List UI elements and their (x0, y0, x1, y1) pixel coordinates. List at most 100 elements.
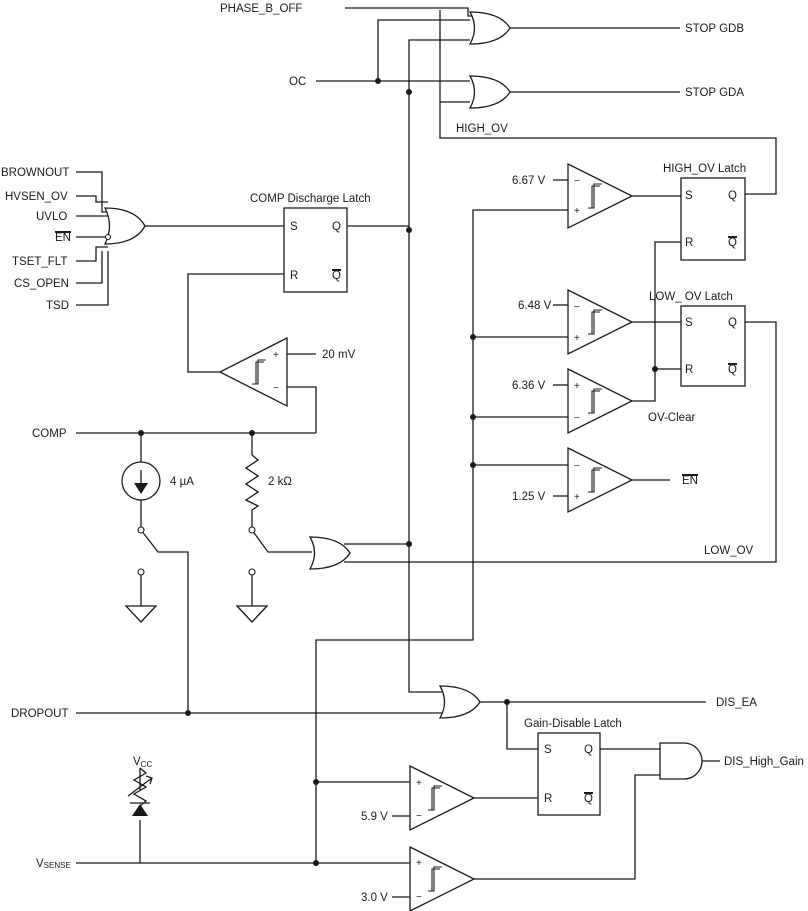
comp-discharge-latch: COMP Discharge Latch S R Q Q (250, 193, 371, 293)
junction-dot (470, 414, 476, 420)
junction-dot (406, 541, 412, 547)
stop-gdb-label: STOP GDB (685, 23, 744, 35)
vsense-label: VSENSE (36, 858, 71, 870)
junction-dot (652, 366, 658, 372)
tset-flt-label: TSET_FLT (12, 256, 67, 268)
comparator-59: + − (409, 764, 476, 832)
ov-clear-label: OV-Clear (648, 412, 695, 424)
comp-plus: + (574, 333, 580, 344)
hvsen-ov-label: HVSEN_OV (5, 191, 68, 203)
vsense-sub: SENSE (44, 861, 71, 870)
dis-high-gain-label: DIS_High_Gain (724, 756, 804, 768)
junction-dot (470, 462, 476, 468)
or-gate-stop-gdb (468, 11, 511, 45)
phase-b-off-label: PHASE_B_OFF (220, 3, 302, 15)
comparator-125: − + (567, 446, 634, 514)
latch-title: Gain-Disable Latch (524, 718, 622, 730)
latch-s-label: S (685, 317, 693, 329)
comp-minus: − (416, 811, 422, 822)
comp-minus: − (574, 176, 580, 187)
comp-minus: − (574, 461, 580, 472)
vsense-main: V (36, 858, 44, 870)
comp-minus: − (574, 302, 580, 313)
threshold-20mv-label: 20 mV (322, 349, 356, 361)
threshold-30-label: 3.0 V (361, 892, 388, 904)
junction-dot (313, 860, 319, 866)
en-output-label: EN (682, 475, 698, 487)
low-ov-latch: LOW_ OV Latch S R Q Q (649, 291, 746, 387)
vcc-main: V (133, 756, 141, 768)
comp-label: COMP (32, 428, 67, 440)
uvlo-label: UVLO (36, 211, 67, 223)
comp-plus: + (416, 778, 422, 789)
latch-qbar-label: Q (332, 270, 341, 282)
comp-plus: + (574, 492, 580, 503)
comp-plus: + (574, 381, 580, 392)
threshold-636-label: 6.36 V (512, 380, 546, 392)
latch-r-label: R (685, 237, 693, 249)
en-inverter-bubble (104, 233, 112, 241)
component-labels: 4 µA 2 kΩ (170, 476, 292, 488)
switch-current-source (137, 526, 145, 576)
latch-qbar-label: Q (584, 793, 593, 805)
comp-minus: − (273, 383, 279, 394)
latch-title: COMP Discharge Latch (250, 193, 371, 205)
low-ov-label: LOW_OV (704, 545, 754, 557)
latch-q-label: Q (728, 317, 737, 329)
latch-q-label: Q (584, 744, 593, 756)
oc-label: OC (289, 76, 306, 88)
junctions (138, 78, 658, 866)
threshold-labels: 6.67 V 6.48 V 6.36 V 1.25 V 20 mV 5.9 V … (322, 175, 552, 904)
junction-dot (313, 779, 319, 785)
latch-s-label: S (544, 744, 552, 756)
current-source-icon (121, 461, 161, 501)
current-source-label: 4 µA (170, 476, 194, 488)
comp-plus: + (273, 350, 279, 361)
resistor-icon (244, 454, 260, 511)
zener-diode-icon (130, 802, 150, 816)
dropout-label: DROPOUT (11, 708, 69, 720)
threshold-125-label: 1.25 V (512, 491, 546, 503)
dis-ea-label: DIS_EA (716, 697, 757, 709)
threshold-59-label: 5.9 V (361, 811, 388, 823)
latch-r-label: R (290, 270, 298, 282)
high-ov-latch: HIGH_OV Latch S R Q Q (663, 163, 746, 261)
latch-r-label: R (544, 793, 552, 805)
or-gate-dis-ea (438, 685, 481, 719)
latch-r-label: R (685, 364, 693, 376)
threshold-648-label: 6.48 V (518, 300, 552, 312)
junction-dot (470, 334, 476, 340)
wires (76, 7, 777, 898)
junction-dot (406, 227, 412, 233)
brownout-label: BROWNOUT (1, 167, 69, 179)
and-gate-dis-high-gain (659, 742, 703, 780)
comparator-30: + − (409, 845, 476, 911)
latch-qbar-label: Q (728, 364, 737, 376)
tsd-label: TSD (46, 300, 69, 312)
cs-open-label: CS_OPEN (14, 278, 69, 290)
comparator-667: − + (567, 162, 634, 230)
ground-icon (124, 605, 158, 623)
junction-dot (185, 710, 191, 716)
comparator-20mv: + − (218, 336, 288, 408)
comparator-636: + − (567, 367, 634, 435)
or-gate-stop-gda (468, 75, 511, 109)
high-ov-label: HIGH_OV (456, 123, 508, 135)
or-gate-fault (103, 207, 146, 245)
vcc-sub: CC (141, 760, 153, 769)
latch-qbar-label: Q (728, 237, 737, 249)
junction-dot (504, 699, 510, 705)
junction-dot (375, 78, 381, 84)
latch-title: HIGH_OV Latch (663, 163, 746, 175)
en-label: EN (55, 232, 71, 244)
gain-disable-latch: Gain-Disable Latch S R Q Q (524, 718, 622, 816)
junction-dot (406, 89, 412, 95)
threshold-667-label: 6.67 V (512, 175, 546, 187)
stop-gda-label: STOP GDA (685, 87, 744, 99)
or-gate-discharge (308, 536, 351, 570)
switch-resistor (248, 526, 256, 576)
latch-q-label: Q (728, 190, 737, 202)
vcc-resistor-icon (127, 767, 153, 808)
